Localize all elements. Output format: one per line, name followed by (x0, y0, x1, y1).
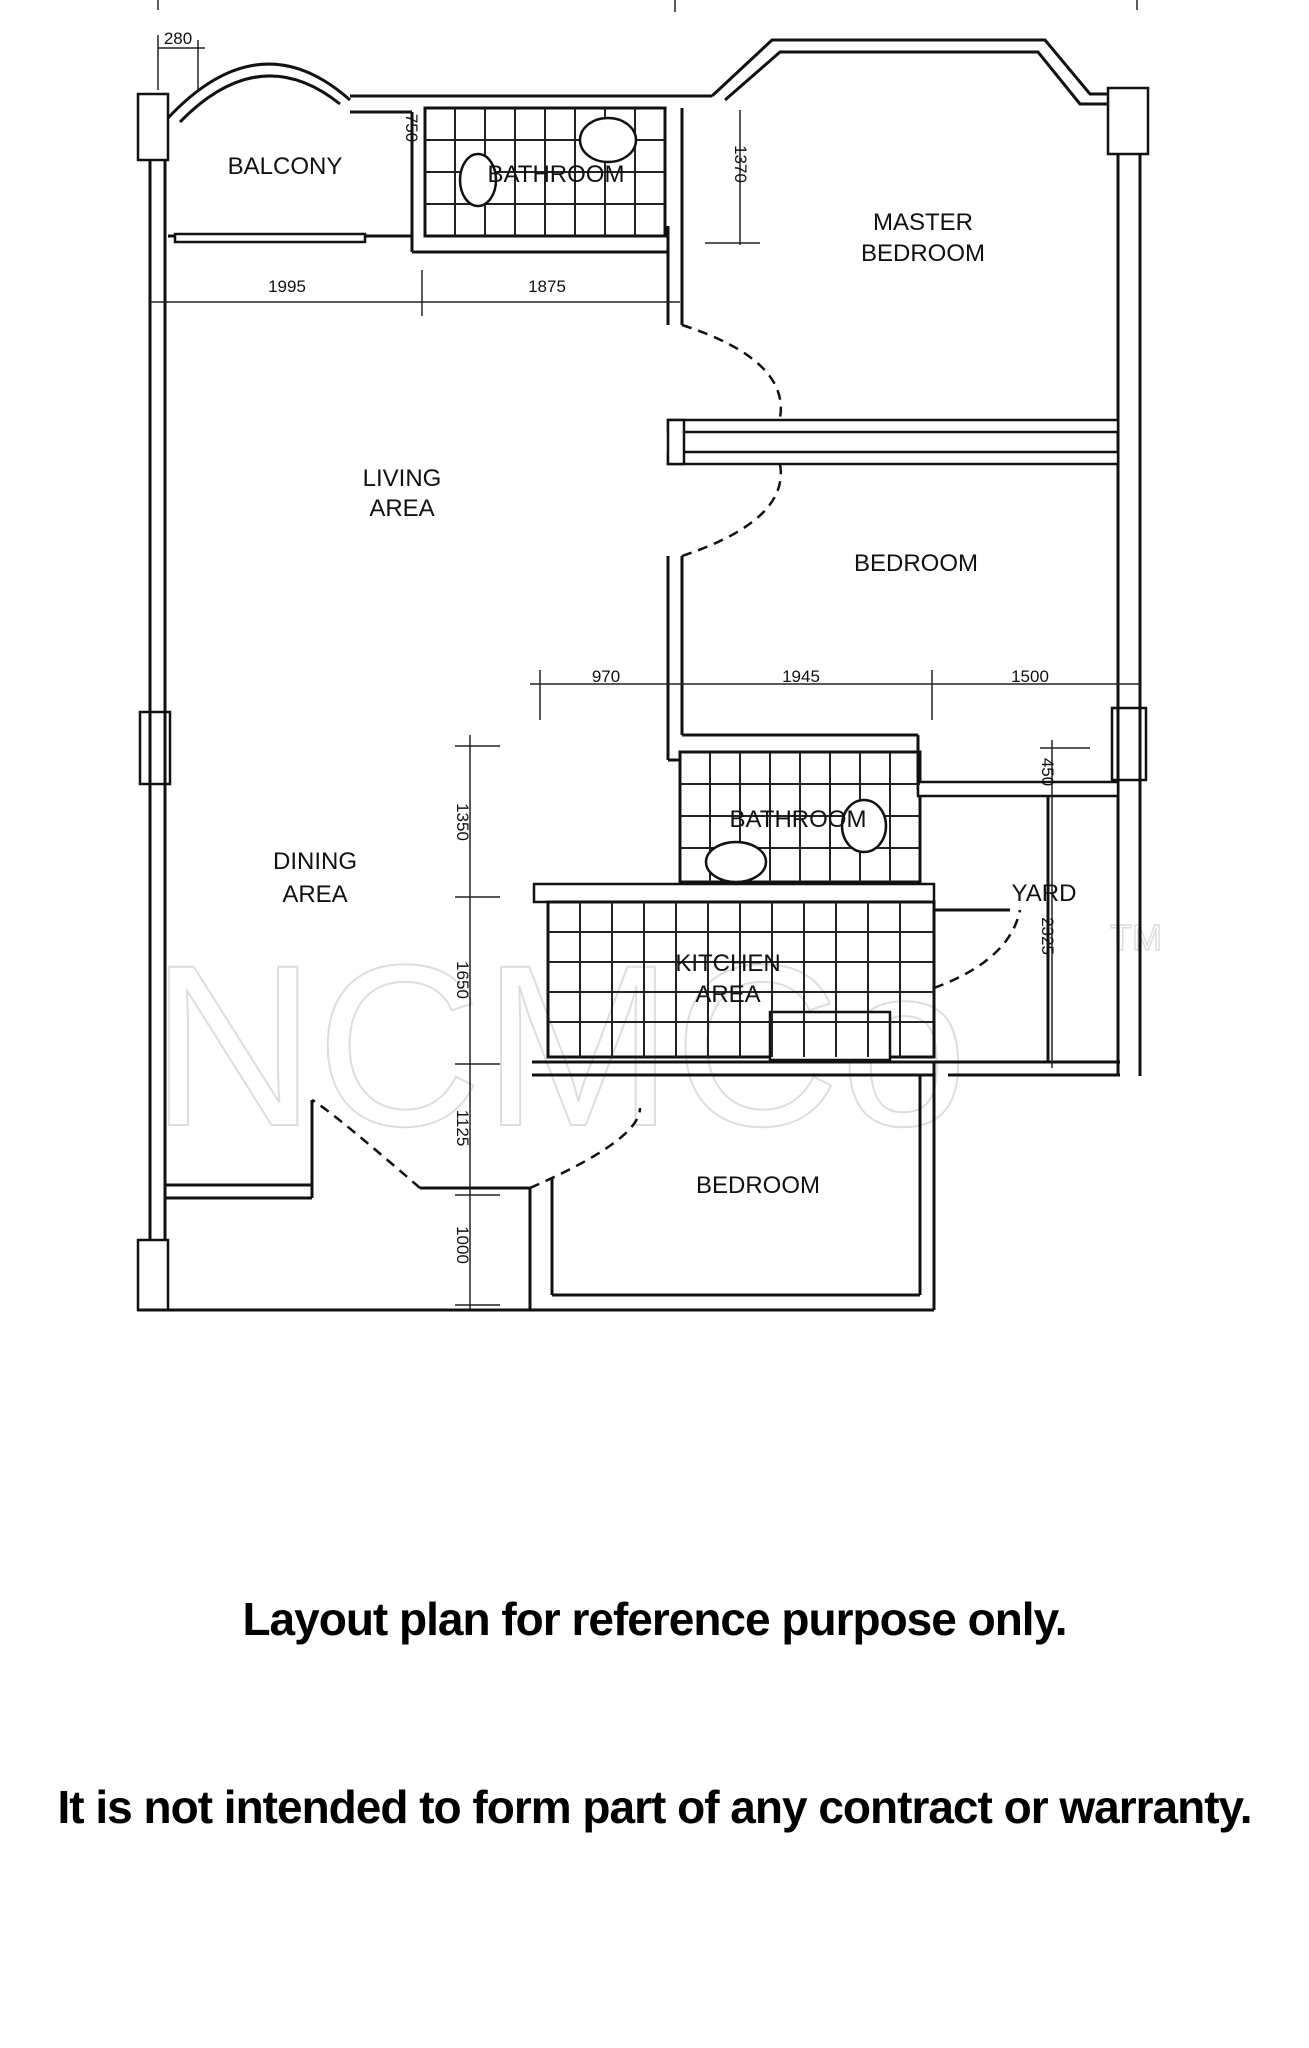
label-master-bedroom-line2: BEDROOM (861, 240, 985, 267)
dim-750: 750 (402, 114, 421, 142)
walls (136, 38, 1150, 1312)
label-dining-line1: DINING (273, 848, 357, 875)
label-yard: YARD (1012, 880, 1077, 907)
dim-1995: 1995 (268, 277, 306, 296)
label-bathroom-2: BATHROOM (730, 806, 867, 833)
dim-1350: 1350 (453, 803, 472, 841)
dim-1875: 1875 (528, 277, 566, 296)
fixtures (458, 116, 888, 884)
label-dining-line2: AREA (282, 881, 347, 908)
disclaimer-line-2: It is not intended to form part of any c… (57, 1781, 1252, 1833)
label-balcony: BALCONY (228, 153, 343, 180)
label-living-line1: LIVING (363, 465, 442, 492)
doors (311, 323, 1022, 1190)
tiles (425, 108, 934, 1057)
label-bedroom-3: BEDROOM (696, 1172, 820, 1199)
dim-1370: 1370 (731, 145, 750, 183)
dim-280: 280 (164, 29, 192, 48)
label-master-bedroom-line1: MASTER (873, 209, 973, 236)
label-kitchen-line2: AREA (695, 981, 760, 1008)
top-ticks (157, 0, 1138, 90)
floor-plan: NCMCo TM (136, 0, 1163, 1312)
dim-450: 450 (1038, 758, 1057, 786)
label-living-line2: AREA (369, 495, 434, 522)
dim-2325: 2325 (1038, 917, 1057, 955)
dim-1125: 1125 (453, 1110, 472, 1147)
disclaimer-line-1: Layout plan for reference purpose only. (242, 1593, 1067, 1645)
dim-970: 970 (592, 667, 620, 686)
dim-1000: 1000 (453, 1226, 472, 1264)
dimension-lines (150, 110, 1140, 1310)
label-bedroom-2: BEDROOM (854, 550, 978, 577)
label-bathroom-1: BATHROOM (488, 161, 625, 188)
label-kitchen-line1: KITCHEN (675, 950, 780, 977)
dim-1500: 1500 (1011, 667, 1049, 686)
dim-1945: 1945 (782, 667, 820, 686)
dim-1650: 1650 (453, 961, 472, 999)
